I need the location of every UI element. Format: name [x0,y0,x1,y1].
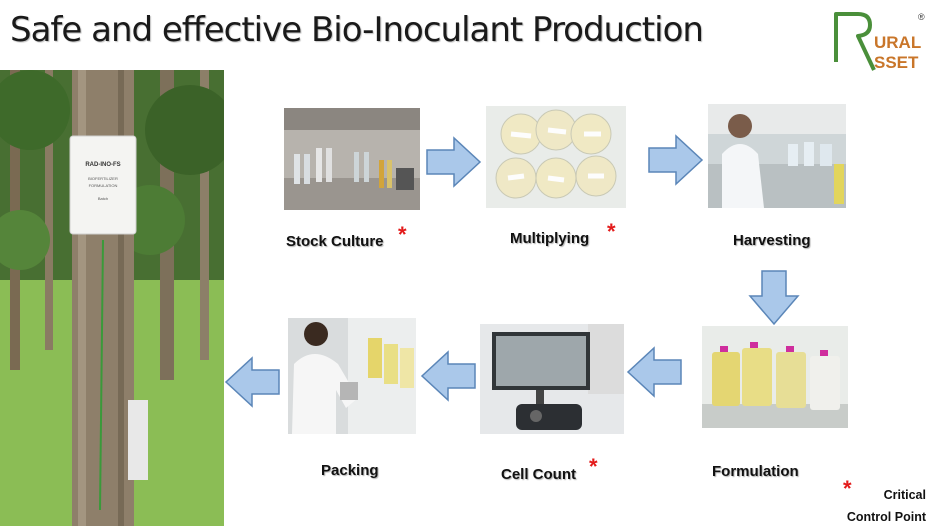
arrow-harvesting-to-formulation [748,270,800,326]
tree-inoculation-photo: RAD-INO-FS BIOFERTILIZER FORMULATION Bat… [0,70,224,526]
legend-line-2: Control Point [846,510,926,524]
arrow-formulation-to-cell-count [626,346,682,398]
step-label-multiplying: Multiplying [510,230,590,247]
arrow-multiplying-to-harvesting [648,134,704,186]
stock-culture-photo [284,108,420,210]
step-label-formulation: Formulation [712,463,799,480]
svg-text:FORMULATION: FORMULATION [89,183,118,188]
cell-count-photo [480,324,624,434]
svg-text:RAD-INO-FS: RAD-INO-FS [85,162,120,168]
step-label-stock-culture: Stock Culture [286,233,384,250]
svg-text:URAL: URAL [874,33,921,52]
multiplying-photo [486,106,626,208]
critical-marker-cell-count: * [589,454,598,479]
svg-text:Batch: Batch [98,196,108,201]
rural-asset-logo: URAL SSET ® [834,12,925,72]
harvesting-photo [708,104,846,208]
svg-text:®: ® [918,12,925,22]
arrow-packing-to-field [224,356,280,408]
svg-text:BIOFERTILIZER: BIOFERTILIZER [88,176,118,181]
formulation-photo [702,326,848,428]
arrow-cell-count-to-packing [420,350,476,402]
step-label-cell-count: Cell Count [501,466,576,483]
arrow-stock-to-multiplying [426,136,482,188]
svg-text:SSET: SSET [874,53,919,72]
critical-control-point-legend: Critical Control Point [840,484,926,528]
page-title: Safe and effective Bio-Inoculant Product… [10,10,704,50]
legend-critical-marker: * [843,476,852,501]
packing-photo [288,318,416,434]
critical-marker-stock-culture: * [398,222,407,247]
step-label-packing: Packing [321,462,379,479]
legend-line-1: Critical [883,488,926,502]
step-label-harvesting: Harvesting [733,232,811,249]
critical-marker-multiplying: * [607,219,616,244]
